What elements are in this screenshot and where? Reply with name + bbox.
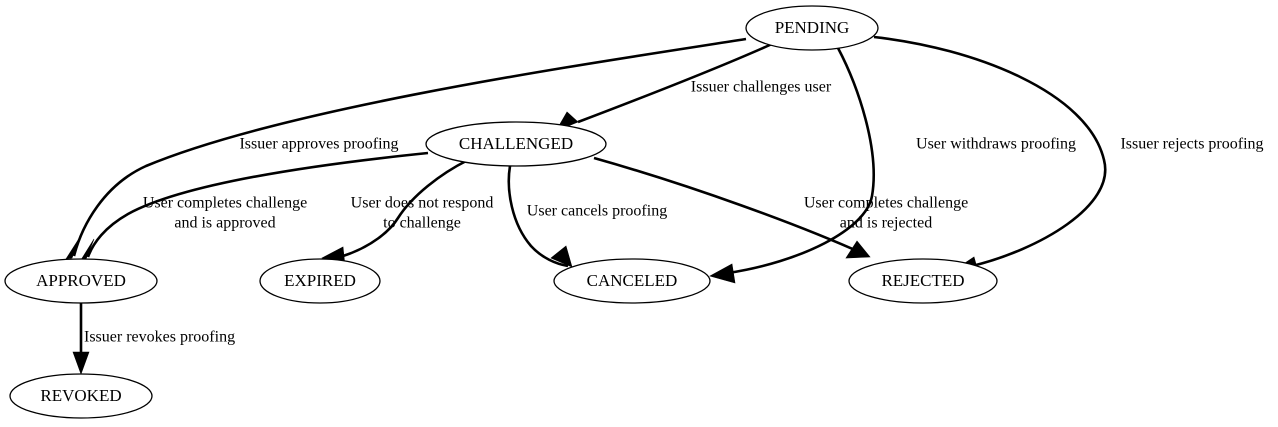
arrowhead-icon bbox=[709, 263, 736, 284]
edge-label-approved-revoked: Issuer revokes proofing bbox=[84, 329, 235, 346]
edge-label-pending-challenged: Issuer challenges user bbox=[691, 79, 832, 96]
node-shape bbox=[9, 373, 153, 419]
edge-challenged-canceled[interactable] bbox=[507, 165, 573, 268]
edge-path bbox=[507, 165, 569, 268]
node-challenged[interactable]: CHALLENGED bbox=[425, 121, 607, 167]
node-rejected[interactable]: REJECTED bbox=[848, 258, 998, 304]
edge-path bbox=[86, 151, 429, 258]
node-label: CHALLENGED bbox=[459, 134, 573, 153]
node-shape bbox=[4, 258, 158, 304]
edge-label-pending-rejected: Issuer rejects proofing bbox=[1120, 136, 1263, 153]
node-revoked[interactable]: REVOKED bbox=[9, 373, 153, 419]
node-canceled[interactable]: CANCELED bbox=[553, 258, 711, 304]
edge-pending-approved[interactable] bbox=[65, 37, 747, 260]
edge-label-line: User does not respond bbox=[351, 195, 494, 212]
node-shape bbox=[553, 258, 711, 304]
node-approved[interactable]: APPROVED bbox=[4, 258, 158, 304]
arrowhead-icon bbox=[72, 351, 90, 375]
edge-label-challenged-expired: User does not respond to challenge bbox=[351, 195, 494, 232]
node-label: EXPIRED bbox=[284, 271, 356, 290]
edge-path bbox=[727, 47, 875, 275]
edge-label-challenged-rejected: User completes challenge and is rejected bbox=[804, 195, 968, 232]
edge-label-line: to challenge bbox=[383, 215, 461, 232]
edge-label-challenged-canceled: User cancels proofing bbox=[527, 203, 667, 220]
edge-path bbox=[72, 37, 747, 257]
edge-pending-rejected[interactable] bbox=[873, 35, 1107, 276]
edge-label-line: and is rejected bbox=[840, 215, 932, 232]
edge-pending-canceled[interactable] bbox=[709, 47, 875, 284]
node-shape bbox=[848, 258, 998, 304]
node-label: APPROVED bbox=[36, 271, 126, 290]
node-expired[interactable]: EXPIRED bbox=[259, 258, 381, 304]
node-shape bbox=[259, 258, 381, 304]
node-label: CANCELED bbox=[587, 271, 678, 290]
edge-approved-revoked[interactable] bbox=[72, 303, 90, 375]
edge-label-line: User completes challenge bbox=[143, 195, 307, 212]
edge-label-line: User completes challenge bbox=[804, 195, 968, 212]
node-shape bbox=[425, 121, 607, 167]
node-label: PENDING bbox=[775, 18, 850, 37]
edge-challenged-expired[interactable] bbox=[321, 158, 469, 267]
node-label: REVOKED bbox=[40, 386, 121, 405]
node-label: REJECTED bbox=[881, 271, 964, 290]
edge-label-pending-approved: Issuer approves proofing bbox=[239, 136, 398, 153]
node-shape bbox=[745, 5, 879, 51]
arrowhead-icon bbox=[65, 236, 81, 260]
edge-label-line: and is approved bbox=[174, 215, 275, 232]
edge-path bbox=[873, 35, 1107, 268]
edge-path bbox=[577, 42, 773, 124]
edge-label-pending-canceled: User withdraws proofing bbox=[916, 136, 1076, 153]
edge-label-challenged-approved: User completes challenge and is approved bbox=[143, 195, 307, 232]
node-pending[interactable]: PENDING bbox=[745, 5, 879, 51]
edge-path bbox=[342, 158, 469, 258]
arrowhead-icon bbox=[550, 245, 573, 268]
arrowhead-icon bbox=[845, 240, 871, 259]
edge-path bbox=[593, 156, 867, 257]
edge-challenged-rejected[interactable] bbox=[593, 156, 871, 259]
